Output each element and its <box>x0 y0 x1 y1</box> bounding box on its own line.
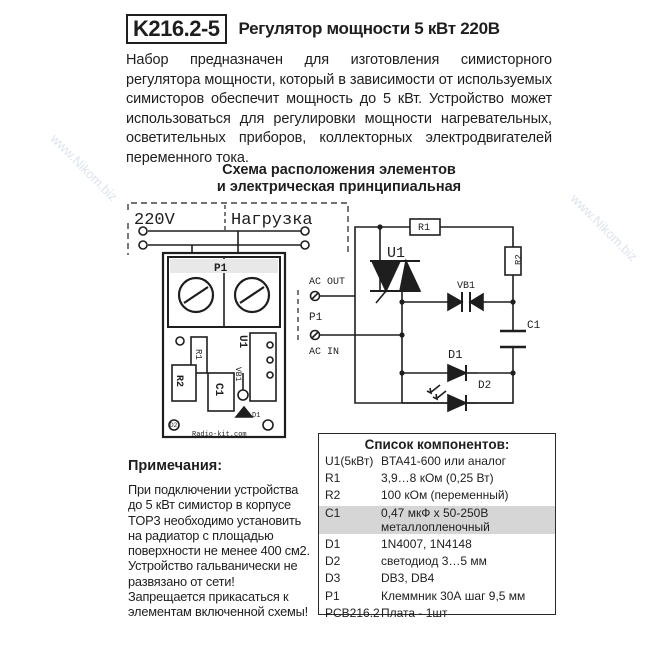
list-item: C1 0,47 мкФ х 50-250В <box>319 505 555 520</box>
board-p1-label: P1 <box>214 263 228 275</box>
watermark: www.Nikom.biz <box>47 131 121 204</box>
diagram-title: Схема расположения элементов и электриче… <box>126 162 552 196</box>
board-site-label: Radio-kit.com <box>192 431 247 439</box>
component-desc: 0,47 мкФ х 50-250В <box>381 505 489 520</box>
schematic-r2-label: R2 <box>514 254 524 265</box>
list-item: D1 1N4007, 1N4148 <box>319 537 555 551</box>
notes-text: При подключении устройства до 5 кВт сими… <box>128 482 310 620</box>
list-item: металлопленочный <box>319 519 555 535</box>
component-desc: 3,9…8 кОм (0,25 Вт) <box>381 471 494 486</box>
board-c1-label: C1 <box>212 383 224 397</box>
component-ref: C1 <box>325 505 341 520</box>
page-title: Регулятор мощности 5 кВт 220В <box>238 19 500 38</box>
list-item: R2 100 кОм (переменный) <box>319 488 555 502</box>
component-desc: светодиод 3…5 мм <box>381 554 487 569</box>
board-r1-label: R1 <box>193 349 203 360</box>
label-220v: 220V <box>134 211 176 230</box>
diagram-title-line: и электрическая принципиальная <box>216 179 462 195</box>
board-u1-label: U1 <box>236 335 248 349</box>
label-load: Нагрузка <box>231 211 313 230</box>
diagram-title-line: Схема расположения элементов <box>222 162 456 178</box>
schematic-r1-label: R1 <box>418 223 430 234</box>
list-item: D3 DB3, DB4 <box>319 571 555 585</box>
component-ref: R2 <box>325 488 341 503</box>
schematic-p1-label: P1 <box>309 312 323 324</box>
component-desc: металлопленочный <box>381 519 490 534</box>
description: Набор предназначен для изготовления сими… <box>126 52 552 166</box>
schematic-c1-label: C1 <box>527 320 541 332</box>
kit-code: K216.2-5 <box>126 14 227 44</box>
component-desc: 1N4007, 1N4148 <box>381 537 472 552</box>
component-ref: P1 <box>325 588 340 603</box>
ac-out-label: AC OUT <box>309 277 345 288</box>
schematic-vb1-label: VB1 <box>457 281 475 292</box>
schematic-d2-label: D2 <box>478 380 491 392</box>
list-item: P1 Клеммник 30А шаг 9,5 мм <box>319 589 555 603</box>
component-ref: U1(5кВт) <box>325 454 374 468</box>
component-desc: 100 кОм (переменный) <box>381 488 509 503</box>
components-title: Список компонентов: <box>364 437 510 452</box>
list-item: PCB216.2 Плата - 1шт <box>319 606 555 620</box>
component-ref <box>319 520 381 534</box>
component-desc: Плата - 1шт <box>381 605 448 620</box>
list-item: R1 3,9…8 кОм (0,25 Вт) <box>319 471 555 485</box>
ac-in-label: AC IN <box>309 347 339 358</box>
diagram: 220V Нагрузка P1 R1 R2 C1 U1 VB1 D1 D2 R… <box>127 202 541 439</box>
board-vb1-label: VB1 <box>233 367 242 382</box>
notes-heading: Примечания: <box>128 458 223 474</box>
component-ref: PCB216.2 <box>325 605 380 620</box>
board-d1-label: D1 <box>252 412 260 420</box>
board-d2-label: D2 <box>170 422 178 429</box>
component-ref: D3 <box>325 571 341 586</box>
list-item: D2 светодиод 3…5 мм <box>319 554 555 568</box>
header: K216.2-5 Регулятор мощности 5 кВт 220В <box>126 14 500 44</box>
components-list: Список компонентов: U1(5кВт) BTA41-600 и… <box>318 433 556 620</box>
list-item: U1(5кВт) BTA41-600 или аналог <box>319 454 555 468</box>
component-desc: Клеммник 30А шаг 9,5 мм <box>381 588 526 603</box>
component-ref: R1 <box>325 471 341 486</box>
schematic-u1-label: U1 <box>387 245 405 262</box>
schematic-d1-label: D1 <box>448 348 462 362</box>
component-desc: BTA41-600 или аналог <box>381 454 507 468</box>
component-ref: D1 <box>325 537 341 552</box>
component-ref: D2 <box>325 554 341 569</box>
board-r2-label: R2 <box>173 375 184 387</box>
component-desc: DB3, DB4 <box>381 571 435 586</box>
